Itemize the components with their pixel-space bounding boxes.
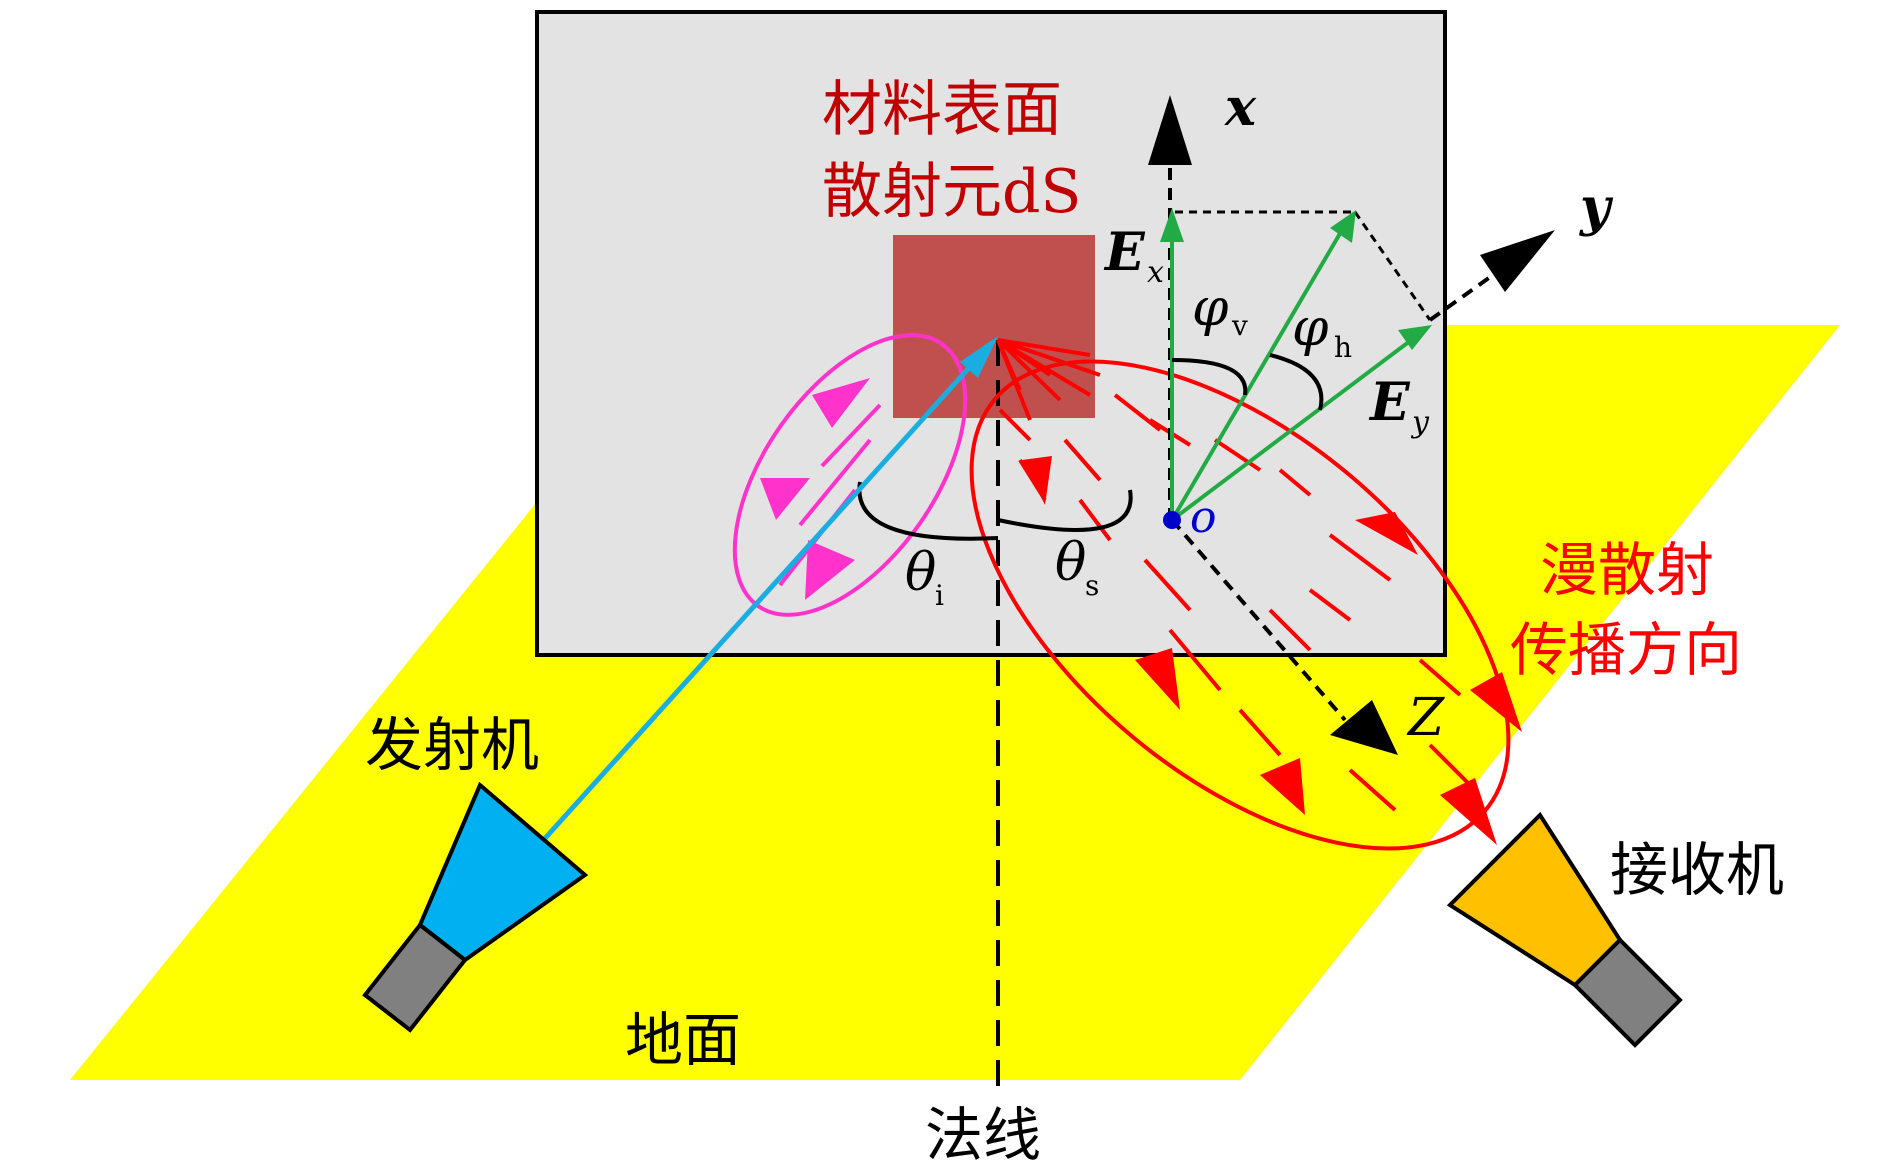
label-theta-i: θ xyxy=(905,543,936,603)
incident-arrowhead-1 xyxy=(812,378,870,428)
ey-vector xyxy=(1170,333,1420,522)
x-axis-arrowhead xyxy=(1148,95,1192,165)
label-theta-i-sub: i xyxy=(935,579,944,612)
receiver-horn-body xyxy=(1446,811,1623,988)
ex-arrowhead xyxy=(1160,208,1184,242)
label-transmitter: 发射机 xyxy=(365,711,539,779)
label-receiver: 接收机 xyxy=(1610,836,1784,904)
scatter-arrowhead-4 xyxy=(1355,512,1418,555)
label-ey: E xyxy=(1368,372,1411,433)
scatter-arrowhead-2 xyxy=(1135,648,1180,710)
e-vectors xyxy=(1170,223,1420,522)
label-surface: 材料表面 xyxy=(822,75,1062,145)
ey-arrowhead xyxy=(1398,325,1432,350)
label-diffuse-line1: 漫散射 xyxy=(1540,536,1714,604)
e-vector xyxy=(1170,223,1347,522)
label-ey-sub: y xyxy=(1410,405,1430,440)
scatter-arrowhead-3 xyxy=(1260,758,1305,815)
y-axis-arrowhead xyxy=(1480,230,1555,292)
label-theta-s-sub: s xyxy=(1085,569,1099,602)
label-z-axis: Z xyxy=(1406,688,1445,748)
e-field-projection xyxy=(1175,210,1432,321)
scatter-arrowheads xyxy=(1022,456,1522,845)
label-element: 散射元dS xyxy=(822,157,1082,227)
phi-h-arc xyxy=(1269,353,1324,411)
z-axis-arrowhead xyxy=(1330,700,1398,755)
z-axis xyxy=(1170,518,1347,722)
scatter-arrowhead-1 xyxy=(1022,456,1052,505)
label-phi-v-sub: v xyxy=(1231,309,1248,342)
label-phi-v: φ xyxy=(1192,278,1229,338)
y-axis xyxy=(1428,268,1502,322)
phi-v-arc xyxy=(1171,358,1248,396)
e-arrowhead xyxy=(1330,210,1356,243)
transmitter-horn-base xyxy=(362,922,468,1033)
theta-s-arc xyxy=(997,489,1133,532)
label-ex: E xyxy=(1103,222,1146,283)
scatter-fan xyxy=(996,338,1101,421)
label-ground: 地面 xyxy=(625,1006,741,1074)
origin-point xyxy=(1163,511,1181,529)
incident-lobe-arrowheads xyxy=(760,378,870,600)
incident-lobe xyxy=(732,333,968,617)
scatter-arrowhead-6 xyxy=(1440,778,1497,845)
theta-i-arc xyxy=(857,481,999,541)
label-theta-s: θ xyxy=(1055,533,1086,593)
incident-ray xyxy=(528,348,987,857)
incident-ray-arrowhead xyxy=(960,336,998,378)
label-x-axis: x xyxy=(1224,77,1257,138)
label-origin: o xyxy=(1190,492,1217,543)
label-phi-h-sub: h xyxy=(1334,331,1352,364)
label-phi-h: φ xyxy=(1292,298,1329,358)
receiver-horn xyxy=(1446,811,1683,1048)
label-ex-sub: x xyxy=(1147,255,1164,290)
incident-arrowhead-3 xyxy=(805,540,855,600)
receiver-horn-base xyxy=(1572,937,1683,1048)
transmitter-horn xyxy=(362,781,589,1033)
label-y-axis: y xyxy=(1579,177,1614,238)
scattering-element xyxy=(893,235,1095,418)
incident-arrowhead-2 xyxy=(760,478,810,520)
scatter-arrowhead-5 xyxy=(1470,672,1522,732)
label-normal: 法线 xyxy=(925,1101,1041,1165)
label-diffuse-line2: 传播方向 xyxy=(1510,616,1742,684)
